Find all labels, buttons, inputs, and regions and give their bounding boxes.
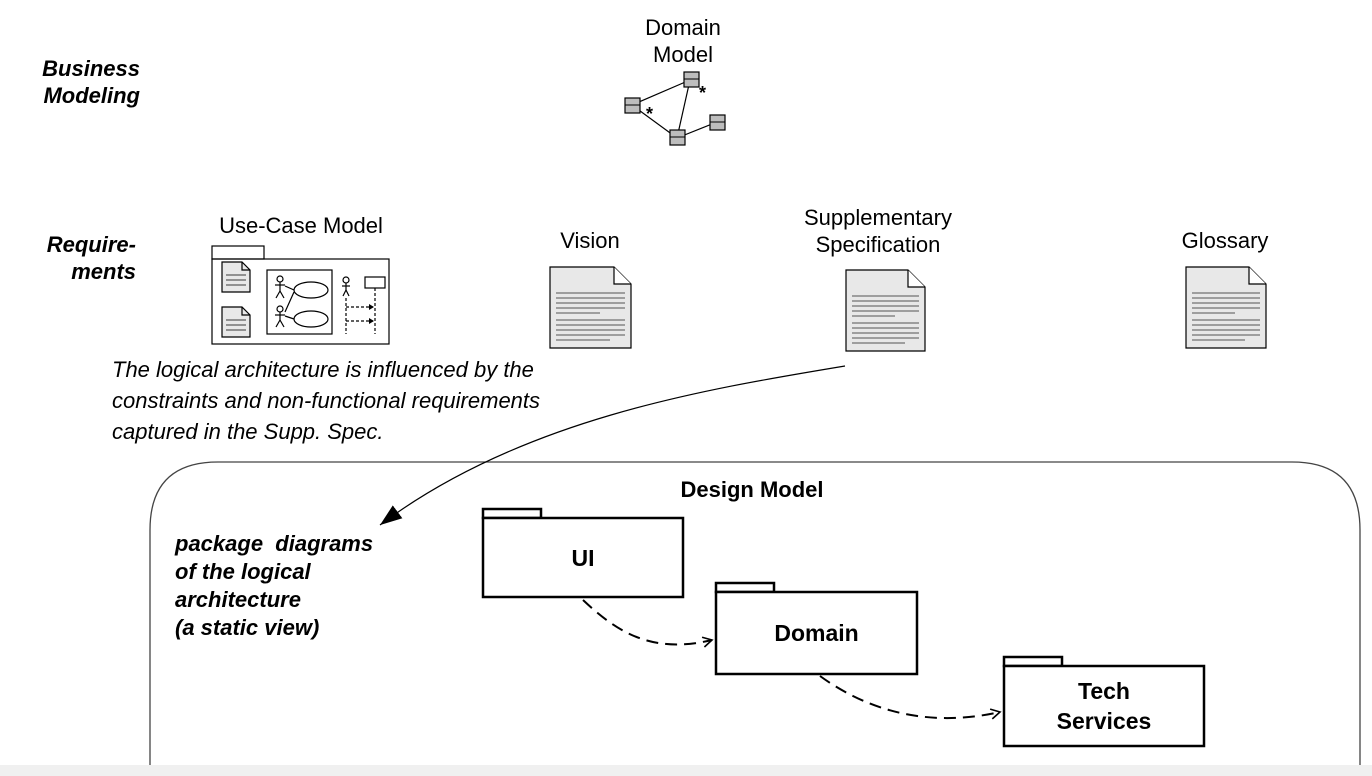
glossary-document-icon — [1185, 266, 1267, 349]
ui-package-label: UI — [571, 545, 595, 571]
domain-to-tech-services-dependency — [819, 675, 1002, 720]
multiplicity-left: * — [646, 104, 654, 124]
influence-arrow — [379, 365, 846, 526]
domain-model-icon — [624, 71, 726, 146]
domain-package-shape — [714, 581, 919, 676]
business-modeling-label: Business Modeling — [42, 56, 140, 108]
tech-services-package-shape — [1002, 655, 1206, 748]
multiplicity-right: * — [699, 83, 707, 103]
vision-document-icon — [549, 266, 632, 349]
design-model-title: Design Model — [680, 477, 824, 502]
glossary-label: Glossary — [1181, 228, 1269, 253]
ui-to-domain-dependency — [582, 599, 714, 648]
supplementary-spec-document-icon — [845, 269, 926, 352]
requirements-label: Require- ments — [46, 232, 136, 284]
domain-model-label: Domain Model — [645, 15, 721, 67]
bottom-band — [0, 765, 1372, 776]
architecture-influence-note: The logical architecture is influenced b… — [112, 357, 541, 444]
tech-services-package-label: Tech Services — [1056, 678, 1152, 734]
supplementary-specification-label: Supplementary Specification — [804, 205, 952, 257]
use-case-model-label: Use-Case Model — [219, 213, 383, 238]
package-diagrams-description: package diagrams of the logical architec… — [175, 531, 374, 640]
design-model-frame — [149, 461, 1361, 776]
ui-package-shape — [481, 507, 685, 599]
use-case-model-icon — [211, 245, 390, 345]
domain-package-label: Domain — [774, 620, 859, 646]
vision-label: Vision — [560, 228, 620, 253]
